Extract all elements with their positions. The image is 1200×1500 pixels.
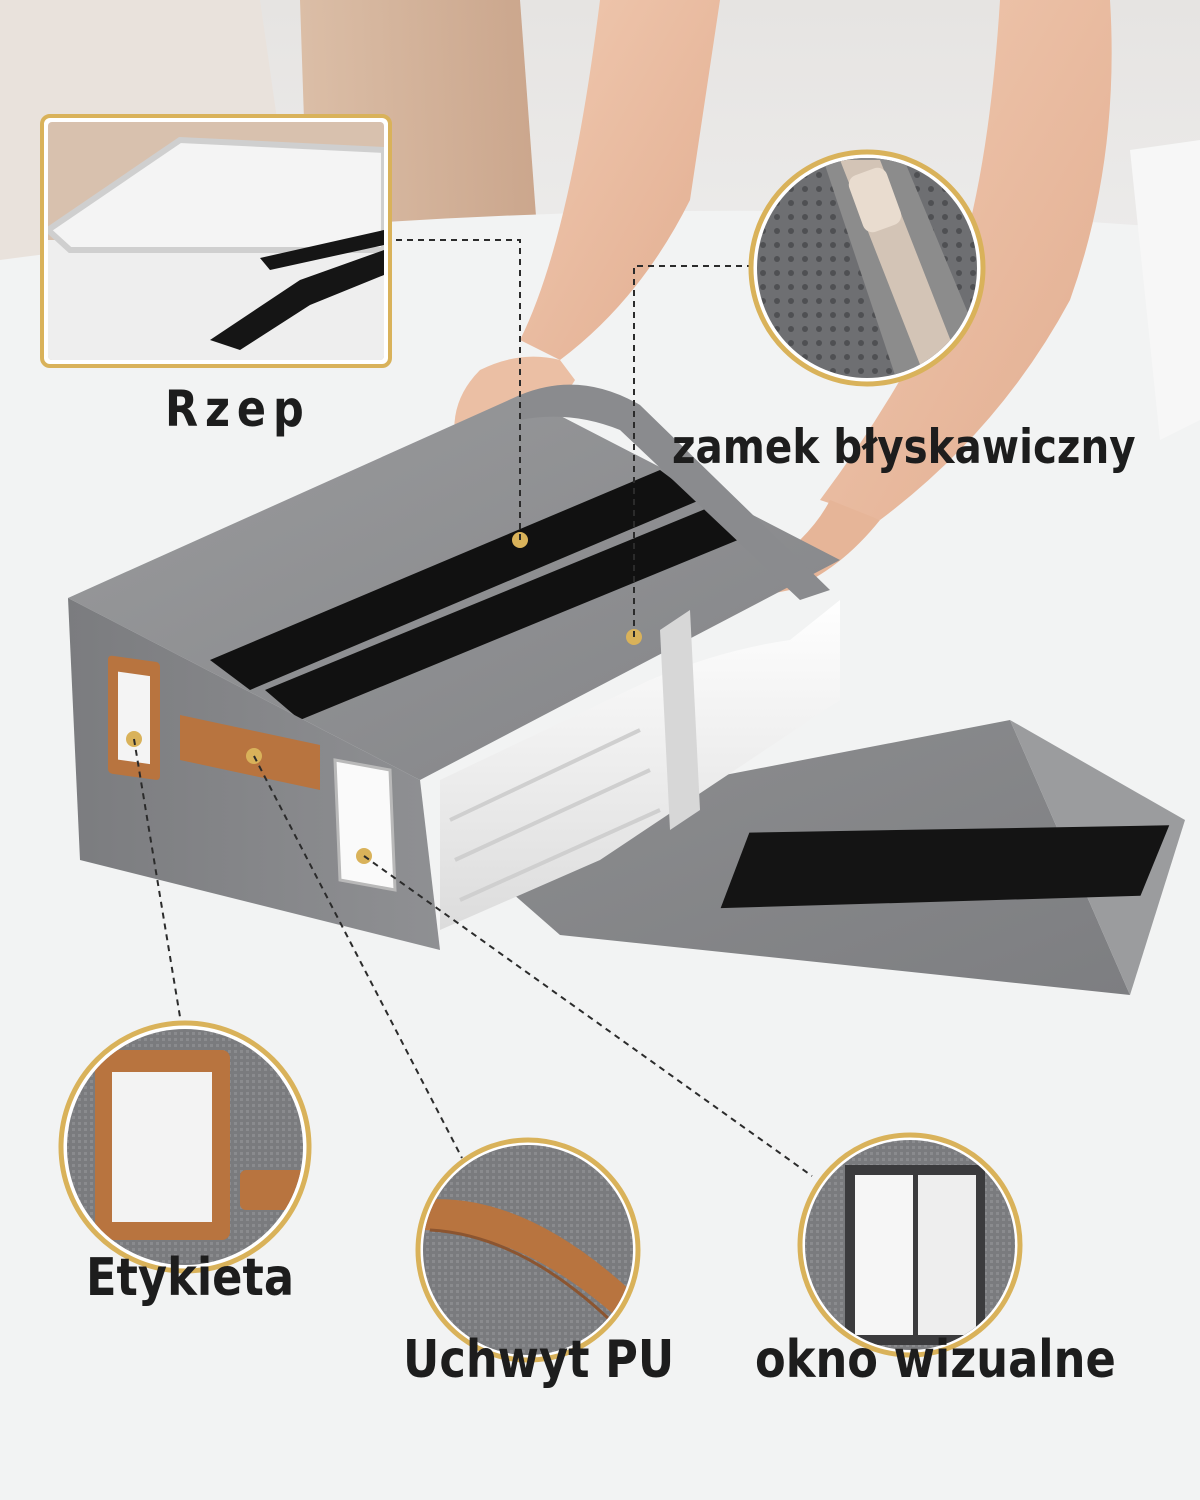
label-holder-card	[118, 671, 150, 765]
inset-label-holder	[58, 1020, 312, 1274]
storage-box	[68, 384, 1185, 995]
label-label-holder: Etykieta	[86, 1248, 295, 1308]
label-window: okno wizualne	[755, 1330, 1116, 1390]
label-handle: Uchwyt PU	[403, 1330, 675, 1390]
label-velcro: Rzep	[165, 380, 311, 438]
flap-velcro-strip	[720, 825, 1170, 909]
leader-handle	[253, 755, 463, 1159]
left-arm	[520, 0, 720, 360]
inset-window	[797, 1132, 1023, 1358]
lid-flap-lifted	[520, 384, 830, 600]
visual-window	[333, 758, 397, 892]
inset-zipper	[748, 149, 986, 387]
inset-handle	[415, 1137, 641, 1363]
folded-bedding	[440, 600, 840, 930]
leader-window	[363, 855, 813, 1177]
leader-zipper	[633, 265, 756, 637]
velcro-strip-1	[210, 470, 700, 690]
leader-velcro	[395, 239, 521, 540]
inset-velcro	[40, 114, 392, 368]
leader-lines	[133, 239, 813, 1177]
label-zipper: zamek błyskawiczny	[672, 420, 1136, 475]
velcro-strip-2	[265, 505, 750, 720]
zipper-tape	[660, 610, 700, 830]
bedding-folds	[449, 728, 661, 902]
pillow	[1130, 140, 1200, 440]
